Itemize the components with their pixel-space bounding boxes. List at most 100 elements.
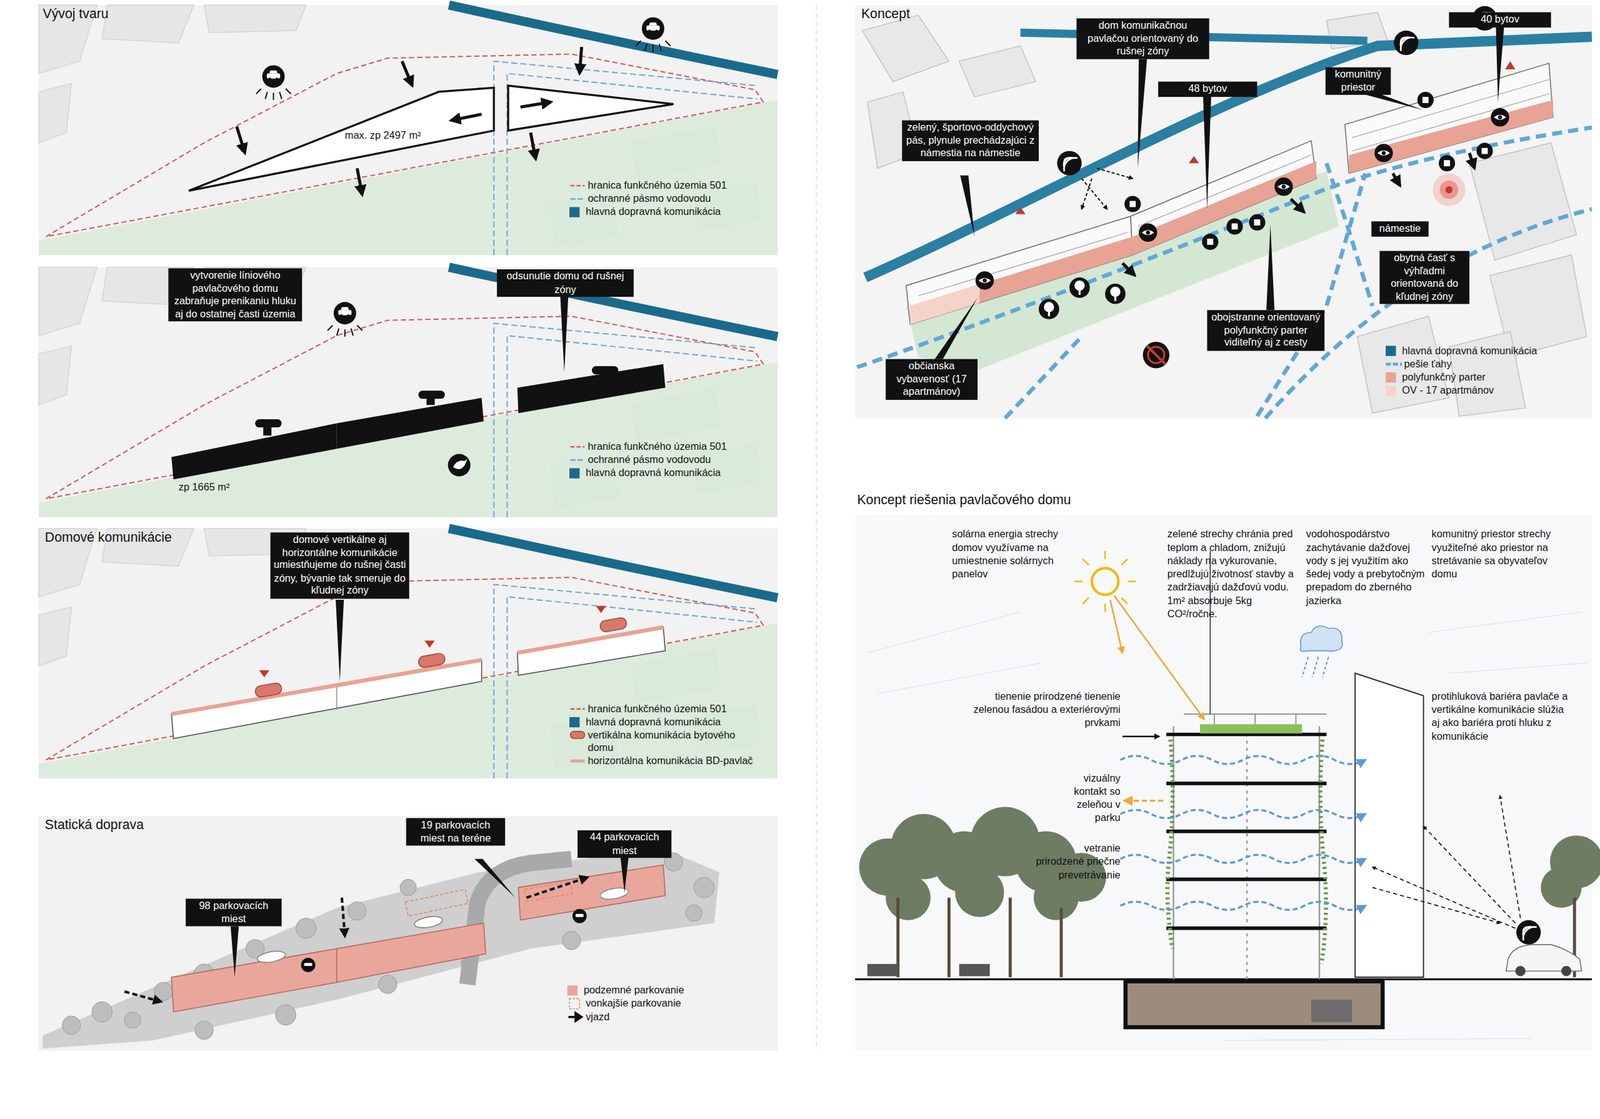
- massing-panel-path: [453, 459, 468, 470]
- massing-panel-polygon: [336, 398, 484, 450]
- parking-panel-g-circle: [124, 1012, 141, 1029]
- legend-entry: vonkajšie parkovanie: [567, 998, 772, 1011]
- concept-map-g-path: [1005, 336, 1082, 419]
- callout-box: obojstranne orientovaný polyfunkčný part…: [1206, 310, 1325, 350]
- concept-map-use: [1138, 223, 1157, 242]
- annotation-text: solárna energia strechy domov využívame …: [951, 527, 1080, 581]
- parking-panel-path: [43, 848, 720, 1049]
- massing-panel-use: [327, 301, 363, 337]
- parking-panel-g-circle: [295, 918, 317, 939]
- concept-map: [855, 5, 1592, 419]
- callout-text: domové vertikálne aj horizontálne komuni…: [273, 533, 407, 598]
- callout-box: 98 parkovacích miest: [185, 898, 282, 927]
- legend-entry: hlavná dopravná komunikácia: [569, 467, 774, 480]
- panel-title: Koncept: [861, 6, 910, 24]
- parking-panel-g-circle: [62, 1016, 81, 1035]
- massing-panel-rect: [263, 425, 272, 436]
- legend-text: pešie ťahy: [1404, 358, 1452, 371]
- shape-evolution-panel-g-line: [401, 61, 412, 86]
- section-drawing-g-path: [1320, 740, 1327, 965]
- callout-text: 19 parkovacích miest na teréne: [409, 819, 503, 845]
- legend-entry: hranica funkčného územia 501: [569, 179, 774, 192]
- shape-evolution-panel-use: [256, 65, 292, 100]
- legend-swatch: [1385, 385, 1396, 396]
- callout-text: zelený, športovo-oddychový pás, plynule …: [905, 121, 1036, 160]
- section-drawing-polygon: [1355, 673, 1424, 979]
- callout-box: komunitný priestor: [1325, 67, 1391, 95]
- parking-panel-g-circle: [572, 909, 587, 924]
- parking-panel-g-path: [526, 877, 588, 899]
- parking-panel: [38, 816, 778, 1052]
- concept-map-g-path: [856, 127, 1592, 368]
- callout-box: námestie: [1371, 221, 1429, 237]
- section-drawing-rect: [1125, 981, 1383, 1028]
- legend-swatch: [569, 717, 580, 728]
- concept-map-g-path: [1326, 12, 1587, 358]
- massing-panel-polygon: [560, 295, 569, 373]
- legend-sample: [569, 193, 586, 206]
- section-drawing-rect: [855, 515, 1592, 1051]
- shape-evolution-panel-g-line: [520, 101, 552, 107]
- callout-box: domové vertikálne aj horizontálne komuni…: [270, 532, 410, 599]
- section-drawing-g: [859, 806, 1600, 920]
- concept-map-use: [1274, 177, 1293, 196]
- massing-panel-polygon: [171, 423, 337, 480]
- section-drawing-g-line: [1127, 580, 1136, 582]
- callout-text: 98 parkovacích miest: [188, 900, 279, 926]
- parking-panel-g-circle: [195, 1021, 214, 1040]
- legend-text: hranica funkčného územia 501: [587, 179, 727, 192]
- concept-map-g-line: [1393, 173, 1400, 187]
- shape-evolution-panel-use: [635, 17, 671, 53]
- legend-entry: polyfunkčný parter: [1385, 371, 1590, 384]
- section-drawing-circle: [1561, 966, 1572, 977]
- callout-text: komunitný priestor: [1328, 68, 1389, 94]
- shape-evolution-panel-g-line: [451, 114, 482, 121]
- concept-map-rect: [855, 5, 1592, 419]
- section-drawing: [855, 515, 1600, 1051]
- concept-map-polygon: [1495, 26, 1504, 102]
- massing-panel-polygon: [517, 364, 666, 414]
- legend-entry: vertikálna komunikácia bytového domu: [569, 729, 764, 754]
- callout-text: obojstranne orientovaný polyfunkčný part…: [1210, 311, 1322, 350]
- parking-panel-path: [467, 859, 572, 985]
- parking-panel-rect: [38, 816, 778, 1052]
- legend-text: polyfunkčný parter: [1401, 371, 1485, 384]
- section-drawing-rect: [1200, 724, 1302, 734]
- concept-map-g-rect: [1481, 148, 1489, 155]
- concept-map-polygon: [1137, 59, 1147, 169]
- panel-title: Domové komunikácie: [45, 529, 172, 547]
- parking-panel-polygon: [230, 926, 239, 978]
- concept-map-use: [1056, 151, 1082, 176]
- concept-map-g-rect: [1129, 201, 1136, 208]
- callout-text: odsunutie domu od rušnej zóny: [500, 270, 631, 297]
- section-drawing-g: [1120, 756, 1366, 911]
- concept-map-use: [1374, 143, 1393, 162]
- section-drawing-g-path: [1120, 810, 1366, 819]
- parking-panel-ellipse: [413, 915, 444, 930]
- concept-map-g: [856, 127, 1592, 419]
- shape-evolution-panel-g-line: [530, 132, 536, 159]
- concept-map-g-rect: [1231, 223, 1239, 230]
- concept-map-g-path: [1256, 173, 1365, 417]
- shape-evolution-panel-use: [38, 5, 778, 255]
- legend-text: hranica funkčného územia 501: [587, 440, 727, 454]
- parking-panel-g: [124, 877, 588, 1002]
- panel-title: Statická doprava: [45, 817, 144, 835]
- concept-map-polygon: [1130, 140, 1317, 255]
- section-drawing-g-line: [1166, 830, 1327, 834]
- concept-map-g-circle: [1248, 214, 1265, 231]
- legend-sample: [569, 440, 586, 454]
- annotation-text: vetranie prirodzené priečne prevetrávani…: [1035, 841, 1121, 882]
- concept-map-g-path: [1356, 316, 1525, 417]
- section-drawing-g-line: [1082, 559, 1089, 566]
- legend-text: ochranné pásmo vodovodu: [587, 454, 711, 467]
- concept-map-g-line: [1122, 263, 1135, 276]
- circulation-panel-rect: [599, 616, 628, 633]
- legend-entry: podzemné parkovanie: [567, 985, 772, 998]
- concept-map-circle: [1143, 341, 1170, 369]
- legend-entry: ochranné pásmo vodovodu: [569, 454, 774, 467]
- concept-map-polygon: [935, 298, 979, 360]
- concept-map-path: [865, 36, 1592, 278]
- section-drawing-g-path: [1120, 901, 1366, 910]
